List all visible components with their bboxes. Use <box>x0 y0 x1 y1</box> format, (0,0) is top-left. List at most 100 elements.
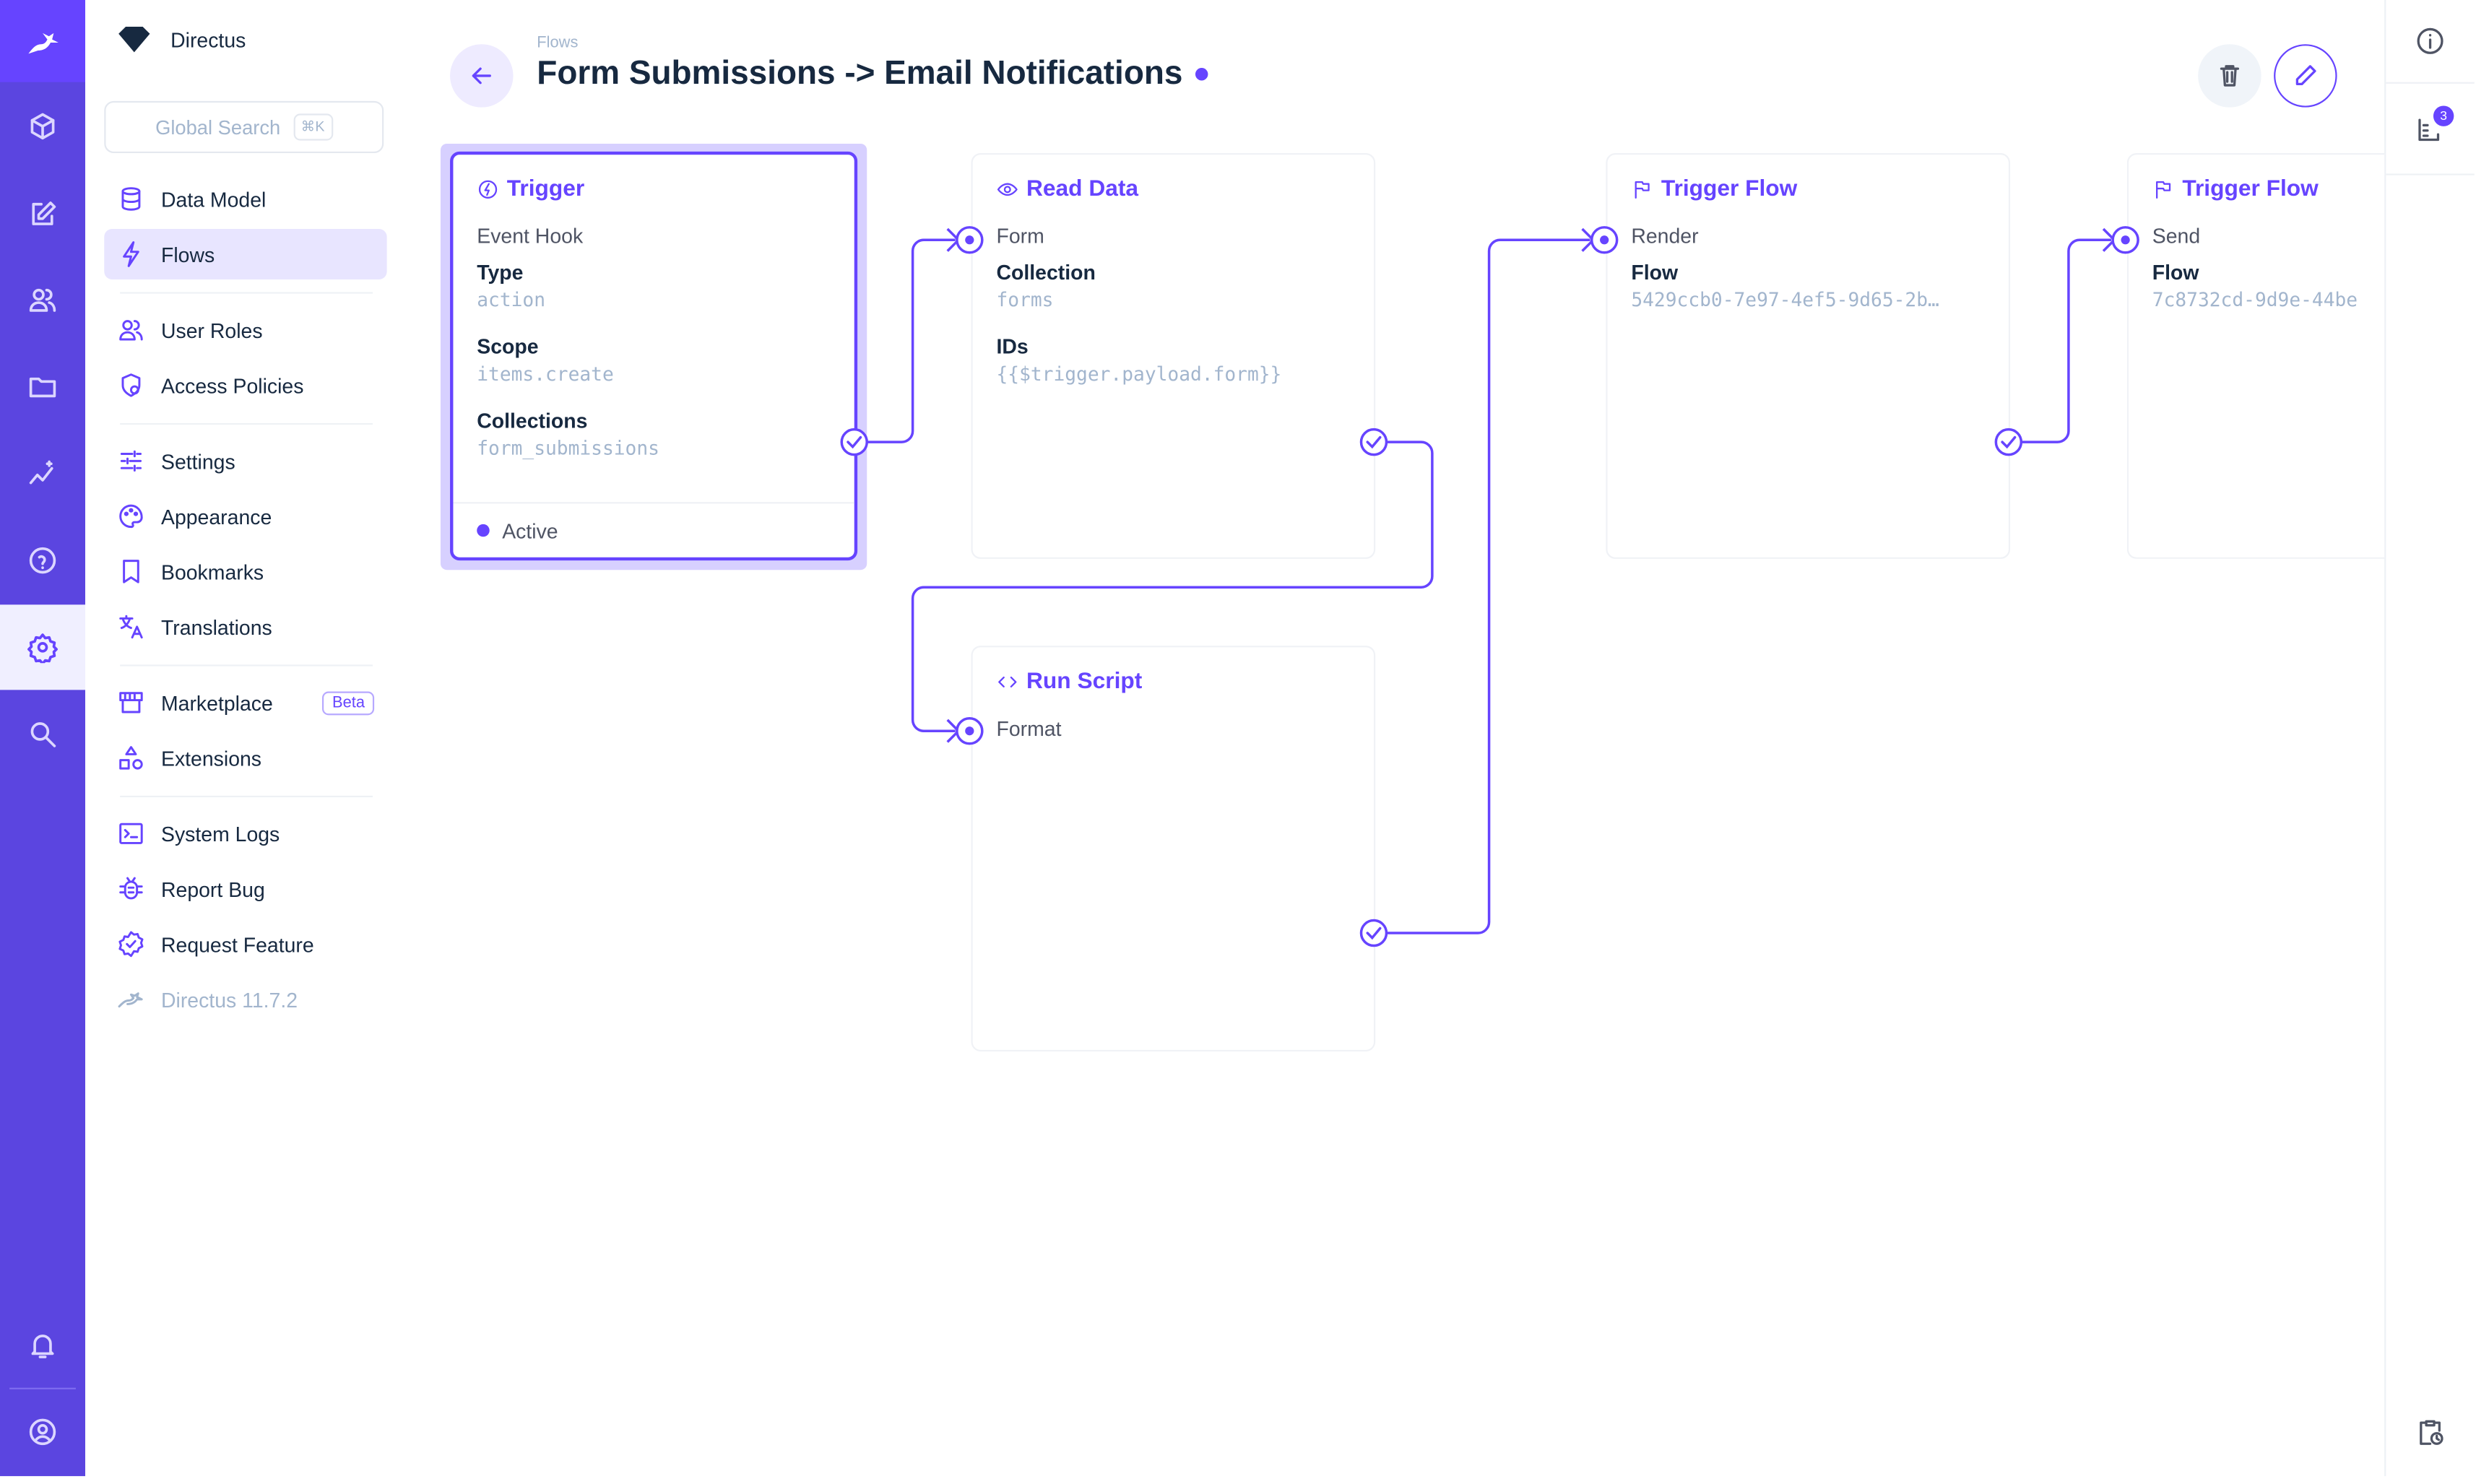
run-script-title: Run Script <box>996 669 1142 695</box>
help-icon <box>29 547 56 574</box>
field-label: Scope <box>477 334 539 359</box>
gear-icon <box>27 633 58 664</box>
nav-item-request-feature[interactable]: Request Feature <box>104 919 386 969</box>
logs-icon <box>2418 118 2440 142</box>
folder-icon <box>29 377 56 398</box>
connection-line <box>2021 238 2111 443</box>
trigger-flow-title: Trigger Flow <box>1631 177 1797 202</box>
page-title: Form Submissions -> Email Notifications <box>537 56 1208 93</box>
nav-item-access-policies[interactable]: Access Policies <box>104 360 386 410</box>
operation-key: Form <box>996 224 1044 248</box>
logs-button[interactable]: 3 <box>2386 87 2474 169</box>
directus-logo[interactable] <box>0 0 86 82</box>
status-label: Active <box>502 518 558 542</box>
rail-notifications-button[interactable] <box>0 1303 85 1388</box>
rabbit-icon <box>118 992 143 1008</box>
rabbit-logo-icon <box>28 32 59 54</box>
field-label: Collection <box>996 260 1096 285</box>
rail-help-button[interactable] <box>0 518 85 603</box>
back-button[interactable] <box>450 44 514 108</box>
terminal-icon <box>119 823 143 844</box>
field-value: forms <box>996 289 1054 311</box>
nav-item-bookmarks[interactable]: Bookmarks <box>104 546 386 596</box>
edit-button[interactable] <box>2274 44 2337 108</box>
nav-item-label: Request Feature <box>160 932 314 956</box>
cube-icon <box>30 113 55 140</box>
rail-content-button[interactable] <box>0 84 85 169</box>
field-label: Collections <box>477 409 588 433</box>
nav-item-label: Marketplace <box>160 690 273 715</box>
nav-item-flows[interactable]: Flows <box>104 228 387 279</box>
nav-divider <box>120 422 373 425</box>
trigger-status: Active <box>453 502 854 557</box>
info-button[interactable] <box>2386 0 2474 82</box>
rail-files-button[interactable] <box>0 344 85 430</box>
rail-users-button[interactable] <box>0 257 85 342</box>
trigger-flow-title: Trigger Flow <box>2152 177 2319 202</box>
bell-icon <box>31 1335 54 1358</box>
trigger-flow-card[interactable]: Trigger Flow Render Flow 5429ccb0-7e97-4… <box>1606 153 2011 559</box>
project-header[interactable]: Directus <box>117 25 246 53</box>
bookmark-icon <box>123 560 139 583</box>
nav-item-appearance[interactable]: Appearance <box>104 491 386 542</box>
nav-item-label: System Logs <box>160 821 280 846</box>
nav-item-settings[interactable]: Settings <box>104 435 386 486</box>
nav-item-report-bug[interactable]: Report Bug <box>104 864 386 914</box>
logs-count-badge: 3 <box>2433 105 2454 126</box>
verified-icon <box>118 931 144 958</box>
trigger-flow-card[interactable]: Trigger Flow Send Flow 7c8732cd-9d9e-44b… <box>2126 153 2385 559</box>
nav-item-extensions[interactable]: Extensions <box>104 732 386 783</box>
trigger-card[interactable]: Trigger Event Hook Type action Scope ite… <box>450 151 858 561</box>
operation-key: Send <box>2152 224 2201 248</box>
info-icon <box>2417 27 2443 54</box>
operation-key: Render <box>1631 224 1699 248</box>
rail-divider <box>9 1387 76 1389</box>
field-label: Flow <box>1631 260 1679 285</box>
nav-item-label: Bookmarks <box>160 560 264 583</box>
rail-account-button[interactable] <box>0 1389 85 1475</box>
nav-item-label: Report Bug <box>160 877 265 901</box>
rail-search-button[interactable] <box>0 692 85 777</box>
trigger-title: Trigger <box>477 177 584 202</box>
flag-icon <box>2156 181 2171 199</box>
delete-button[interactable] <box>2198 44 2261 108</box>
nav-item-data-model[interactable]: Data Model <box>104 173 386 224</box>
field-value: {{$trigger.payload.form}} <box>996 363 1282 386</box>
nav-item-system-logs[interactable]: System Logs <box>104 808 386 859</box>
sidebar-divider <box>2386 173 2475 175</box>
connection-line <box>1386 238 1590 934</box>
global-search-input[interactable]: Global Search ⌘K <box>104 100 384 154</box>
field-label: IDs <box>996 334 1029 359</box>
nav-divider <box>120 795 373 798</box>
account-icon <box>29 1418 56 1446</box>
sliders-icon <box>120 450 142 472</box>
trash-icon <box>2220 65 2240 87</box>
read-data-title: Read Data <box>996 177 1138 202</box>
field-value: form_submissions <box>477 437 659 460</box>
revisions-button[interactable] <box>2386 1391 2474 1473</box>
rail-editor-button[interactable] <box>0 172 85 257</box>
sidebar-right: 3 <box>2384 0 2475 1477</box>
field-value: action <box>477 289 546 311</box>
field-label: Type <box>477 260 524 285</box>
shield-icon <box>121 373 141 397</box>
nav-item-marketplace[interactable]: Marketplace Beta <box>104 677 386 728</box>
users-icon <box>29 288 56 312</box>
trigger-type: Event Hook <box>477 224 584 248</box>
nav-item-label: Translations <box>160 615 272 639</box>
run-script-card[interactable]: Run Script Format <box>971 646 1376 1052</box>
shapes-icon <box>119 746 143 770</box>
nav-item-translations[interactable]: Translations <box>104 602 386 652</box>
nav-item-user-roles[interactable]: User Roles <box>104 305 386 355</box>
rail-settings-button[interactable] <box>0 604 86 690</box>
eye-icon <box>997 183 1018 196</box>
version-label: Directus 11.7.2 <box>160 987 298 1012</box>
breadcrumb[interactable]: Flows <box>537 35 579 53</box>
rail-insights-button[interactable] <box>0 431 85 516</box>
version-info[interactable]: Directus 11.7.2 <box>104 974 386 1025</box>
read-data-card[interactable]: Read Data Form Collection forms IDs {{$t… <box>971 153 1376 559</box>
insights-icon <box>29 460 53 485</box>
beta-badge: Beta <box>322 690 375 715</box>
clipboard-clock-icon <box>2420 1420 2443 1445</box>
